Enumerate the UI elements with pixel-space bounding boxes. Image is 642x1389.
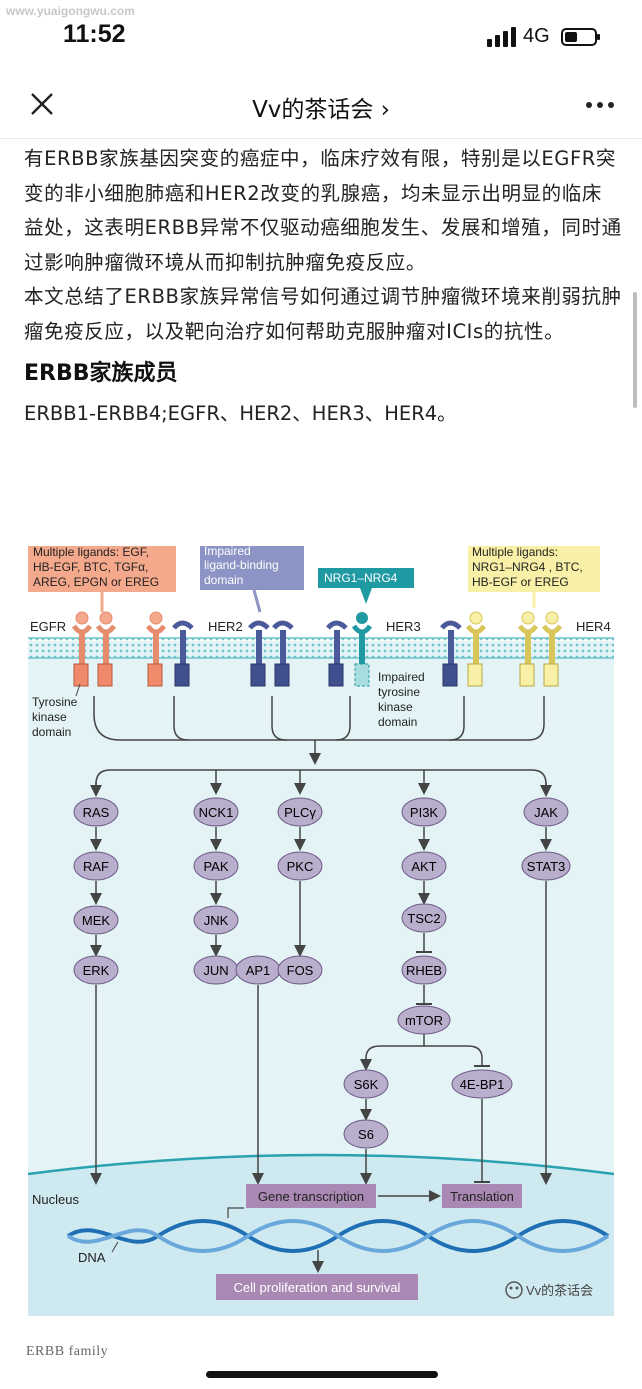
svg-text:PKC: PKC bbox=[287, 859, 314, 874]
egfr-label: EGFR bbox=[30, 619, 66, 634]
egfr-her2-dimer bbox=[145, 611, 194, 687]
svg-text:RHEB: RHEB bbox=[406, 963, 442, 978]
site-watermark: www.yuaigongwu.com bbox=[6, 4, 135, 18]
node-jnk: JNK bbox=[193, 905, 239, 935]
svg-text:ERK: ERK bbox=[83, 963, 110, 978]
her2-her4-dimer bbox=[440, 611, 487, 687]
svg-text:PLCγ: PLCγ bbox=[284, 805, 316, 820]
her2-ligand-text: Impaired ligand-binding domain bbox=[204, 546, 282, 587]
svg-text:AKT: AKT bbox=[411, 859, 436, 874]
svg-text:Cell proliferation and surviva: Cell proliferation and survival bbox=[234, 1280, 401, 1295]
nucleus-label: Nucleus bbox=[32, 1192, 79, 1207]
svg-text:RAF: RAF bbox=[83, 859, 109, 874]
svg-text:TSC2: TSC2 bbox=[407, 911, 440, 926]
svg-text:PI3K: PI3K bbox=[410, 805, 439, 820]
tyrosine-kinase-label: Tyrosine kinase domain bbox=[32, 695, 81, 739]
node-akt: AKT bbox=[401, 851, 447, 881]
her4-label: HER4 bbox=[576, 619, 611, 634]
her2-her3-dimer bbox=[326, 612, 373, 687]
nav-bar: Vv的茶话会 › bbox=[0, 70, 642, 139]
node-fos: FOS bbox=[277, 955, 323, 985]
brand-watermark: Vv的茶话会 bbox=[505, 1281, 593, 1299]
signal-icon bbox=[487, 27, 516, 47]
node-s6: S6 bbox=[343, 1119, 389, 1149]
svg-text:mTOR: mTOR bbox=[405, 1013, 443, 1028]
node-erk: ERK bbox=[73, 955, 119, 985]
node-jak: JAK bbox=[523, 797, 569, 827]
article-paragraph: 有ERBB家族基因突变的癌症中，临床疗效有限，特别是以EGFR突变的非小细胞肺癌… bbox=[24, 147, 622, 274]
node-pi3k: PI3K bbox=[401, 797, 447, 827]
svg-text:Vv的茶话会: Vv的茶话会 bbox=[526, 1283, 593, 1298]
svg-text:PAK: PAK bbox=[203, 859, 228, 874]
egfr-ligand-box bbox=[28, 546, 176, 592]
her3-ligand-box bbox=[318, 568, 414, 588]
node-ap1: AP1 bbox=[235, 955, 281, 985]
svg-text:AP1: AP1 bbox=[246, 963, 271, 978]
status-time: 11:52 bbox=[63, 20, 126, 48]
egfr-ligand-text: Multiple ligands: EGF, HB-EGF, BTC, TGFα… bbox=[33, 546, 159, 589]
node-stat3: STAT3 bbox=[521, 851, 571, 881]
node-mek: MEK bbox=[73, 905, 119, 935]
cell-proliferation-box bbox=[216, 1274, 418, 1300]
her3-ligand-text: NRG1–NRG4 bbox=[324, 571, 398, 585]
svg-text:JAK: JAK bbox=[534, 805, 558, 820]
node-tsc2: TSC2 bbox=[401, 903, 447, 933]
her4-ligand-text: Multiple ligands: NRG1–NRG4 , BTC, HB-EG… bbox=[472, 546, 586, 589]
svg-text:S6: S6 bbox=[358, 1127, 374, 1142]
svg-text:RAS: RAS bbox=[83, 805, 110, 820]
scrollbar[interactable] bbox=[633, 292, 637, 408]
cell-membrane bbox=[28, 638, 614, 658]
section-heading: ERBB家族成员 bbox=[24, 360, 178, 386]
account-title[interactable]: Vv的茶话会 › bbox=[252, 97, 390, 123]
her2-ligand-box bbox=[200, 546, 304, 590]
svg-text:STAT3: STAT3 bbox=[527, 859, 566, 874]
home-indicator[interactable] bbox=[206, 1371, 438, 1378]
her4-ligand-box bbox=[468, 546, 600, 592]
her2-label: HER2 bbox=[208, 619, 243, 634]
egfr-dimer bbox=[71, 611, 117, 687]
dna-helix bbox=[66, 1219, 610, 1253]
node-raf: RAF bbox=[73, 851, 119, 881]
node-nck1: NCK1 bbox=[193, 797, 239, 827]
node-mtor: mTOR bbox=[397, 1005, 451, 1035]
node-rheb: RHEB bbox=[401, 955, 447, 985]
her4-dimer bbox=[517, 611, 563, 687]
close-icon[interactable] bbox=[28, 90, 56, 118]
svg-text:MEK: MEK bbox=[82, 913, 111, 928]
battery-icon bbox=[561, 28, 600, 46]
erbb-signaling-figure: Multiple ligands: EGF, HB-EGF, BTC, TGFα… bbox=[28, 546, 614, 1316]
gene-transcription-box bbox=[246, 1184, 376, 1208]
translation-box bbox=[442, 1184, 522, 1208]
more-icon[interactable] bbox=[585, 100, 615, 110]
svg-text:JNK: JNK bbox=[204, 913, 229, 928]
node-plcg: PLCγ bbox=[277, 797, 323, 827]
svg-text:S6K: S6K bbox=[354, 1077, 379, 1092]
members-line: ERBB1-ERBB4;EGFR、HER2、HER3、HER4。 bbox=[24, 401, 457, 425]
her3-label: HER3 bbox=[386, 619, 421, 634]
svg-text:NCK1: NCK1 bbox=[199, 805, 234, 820]
network-type: 4G bbox=[523, 25, 550, 47]
node-ras: RAS bbox=[73, 797, 119, 827]
figure-caption: ERBB family bbox=[26, 1344, 109, 1359]
svg-text:FOS: FOS bbox=[287, 963, 314, 978]
dna-label: DNA bbox=[78, 1250, 106, 1265]
status-bar: 11:52 4G bbox=[0, 0, 642, 70]
article-paragraph: 本文总结了ERBB家族异常信号如何通过调节肿瘤微环境来削弱抗肿瘤免疫反应，以及靶… bbox=[24, 285, 622, 343]
her2-dimer bbox=[248, 620, 294, 687]
svg-text:Translation: Translation bbox=[450, 1189, 514, 1204]
article-body: 有ERBB家族基因突变的癌症中，临床疗效有限，特别是以EGFR突变的非小细胞肺癌… bbox=[24, 142, 622, 434]
svg-text:JUN: JUN bbox=[203, 963, 228, 978]
svg-text:Gene transcription: Gene transcription bbox=[258, 1189, 364, 1204]
impaired-kinase-label: Impaired tyrosine kinase domain bbox=[378, 670, 428, 729]
node-s6k: S6K bbox=[343, 1069, 389, 1099]
node-4ebp1: 4E-BP1 bbox=[451, 1069, 513, 1099]
svg-text:4E-BP1: 4E-BP1 bbox=[460, 1077, 505, 1092]
node-jun: JUN bbox=[193, 955, 239, 985]
node-pak: PAK bbox=[193, 851, 239, 881]
node-pkc: PKC bbox=[277, 851, 323, 881]
